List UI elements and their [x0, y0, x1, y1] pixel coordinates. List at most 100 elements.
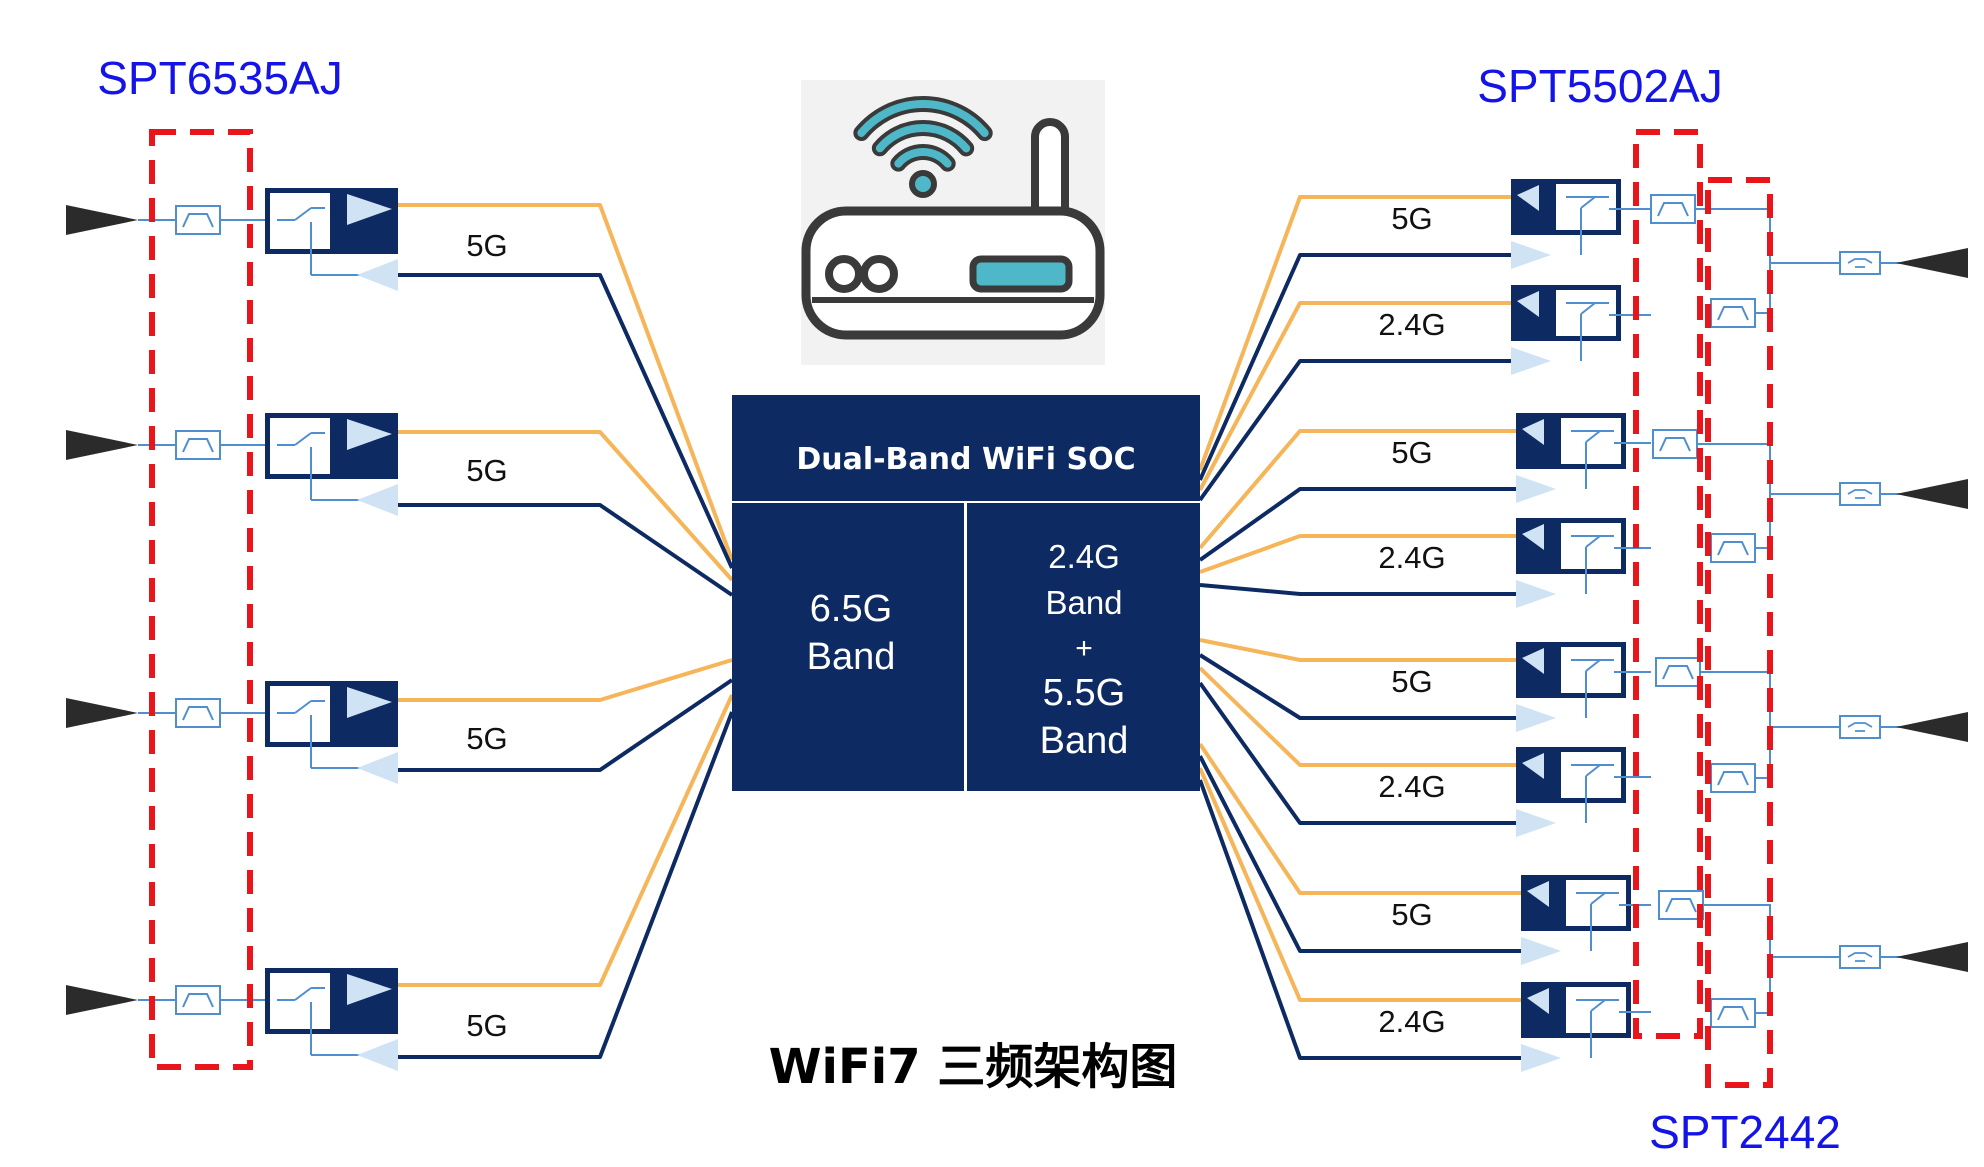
lna-triangle	[1511, 347, 1551, 375]
front-end-module-icon	[1511, 285, 1621, 341]
switch-panel	[1561, 523, 1621, 569]
switch-arm	[294, 700, 312, 714]
band-label: 2.4G	[1378, 540, 1445, 575]
switch-arm	[294, 987, 312, 1001]
switch-arm	[1585, 535, 1601, 548]
soc-band-right	[967, 503, 1200, 791]
filter-curve	[182, 993, 214, 1008]
signal-lines	[398, 195, 1521, 1060]
wifi-arc-medium	[875, 124, 971, 153]
router-led	[860, 255, 898, 293]
switch-arm	[1585, 659, 1601, 672]
pa-triangle	[1522, 524, 1544, 550]
antenna-icon	[66, 698, 138, 728]
right-chain: 2.4G	[1378, 518, 1651, 608]
filter-curve	[1662, 665, 1694, 680]
pa-triangle	[347, 974, 392, 1005]
front-end-module-icon	[265, 968, 398, 1034]
antenna-icon	[1896, 479, 1968, 509]
front-end-module-icon	[265, 681, 398, 747]
right-chain: 2.4G	[1378, 747, 1651, 837]
diplexer-icon	[1839, 945, 1881, 969]
tx-line-orange	[1199, 534, 1516, 574]
left-chain: 5G	[66, 681, 508, 784]
filter-curve	[1659, 437, 1691, 452]
diplexer-icon	[1839, 251, 1881, 275]
bandpass-filter-icon	[1710, 763, 1756, 793]
filter-curve	[1717, 541, 1749, 556]
soc-right-band-label: 2.4G	[1048, 538, 1120, 575]
band-label: 5G	[1391, 897, 1432, 932]
wifi-arc-small	[894, 148, 952, 168]
lna-triangle	[357, 259, 398, 291]
band-label: 2.4G	[1378, 1004, 1445, 1039]
pa-triangle	[347, 194, 392, 225]
front-end-module-icon	[1521, 875, 1631, 931]
soc-band-left	[732, 503, 964, 791]
tx-line-orange	[1198, 195, 1511, 471]
band-label: 5G	[1391, 201, 1432, 236]
tx-line-orange	[398, 203, 734, 561]
wifi-arc-large	[857, 100, 989, 138]
tx-line-orange	[398, 658, 733, 702]
front-end-module-icon	[1516, 518, 1626, 574]
right-chain: 5G	[1391, 413, 1651, 503]
filter-curve	[182, 706, 214, 721]
right-chain: 5G	[1391, 875, 1651, 965]
pa-triangle	[347, 419, 392, 450]
band-label: 5G	[466, 721, 507, 756]
lna-triangle	[1516, 580, 1556, 608]
wifi-dot	[909, 170, 937, 198]
rx-line-navy	[1198, 359, 1511, 502]
lna-triangle	[1516, 704, 1556, 732]
bandpass-filter-icon	[175, 985, 221, 1015]
pa-triangle	[1517, 185, 1539, 211]
rx-line-navy	[398, 273, 734, 569]
chip-label-spt5502aj: SPT5502AJ	[1477, 60, 1722, 112]
rf-trace	[1703, 904, 1771, 957]
lna-triangle	[357, 484, 398, 516]
switch-panel	[1561, 752, 1621, 798]
chip-label-spt2442: SPT2442	[1649, 1106, 1841, 1158]
band-label: 5G	[466, 453, 507, 488]
filter-stage	[1650, 194, 1968, 328]
band-label: 2.4G	[1378, 307, 1445, 342]
switch-arm	[1590, 999, 1606, 1012]
tx-line-orange	[1198, 301, 1511, 491]
switch-panel	[1561, 418, 1621, 464]
tx-line-orange	[398, 694, 734, 987]
tx-line-orange	[1198, 429, 1516, 550]
spt2442-boundary	[1705, 177, 1773, 1088]
switch-panel	[1566, 880, 1626, 926]
left-chain: 5G	[66, 968, 508, 1071]
bandpass-filter-icon	[1655, 657, 1701, 687]
lna-triangle	[1521, 1044, 1561, 1072]
switch-arm	[1590, 892, 1606, 905]
rx-line-navy	[1198, 755, 1521, 953]
rx-line-navy	[1198, 681, 1516, 825]
antenna-icon	[66, 205, 138, 235]
band-label: 5G	[466, 1008, 507, 1043]
bandpass-filter-icon	[1658, 890, 1704, 920]
bandpass-filter-icon	[1710, 298, 1756, 328]
pa-triangle	[1527, 988, 1549, 1014]
tx-line-orange	[1198, 767, 1521, 1002]
soc-right-band-label: Band	[1045, 584, 1122, 621]
filter-curve	[1657, 202, 1689, 217]
switch-arm	[1585, 430, 1601, 443]
soc-right-band-label: 5.5G	[1043, 672, 1125, 714]
bandpass-filter-icon	[175, 430, 221, 460]
pa-triangle	[1517, 291, 1539, 317]
antenna-icon	[66, 985, 138, 1015]
tx-line-orange	[1199, 638, 1516, 662]
lna-triangle	[357, 1039, 398, 1071]
pa-triangle	[347, 687, 392, 718]
switch-arm	[1580, 196, 1596, 209]
bandpass-filter-icon	[1710, 533, 1756, 563]
bandpass-filter-icon	[1710, 998, 1756, 1028]
antenna-icon	[1896, 942, 1968, 972]
bandpass-filter-icon	[175, 205, 221, 235]
spt5502aj-boundary	[1633, 129, 1703, 1039]
